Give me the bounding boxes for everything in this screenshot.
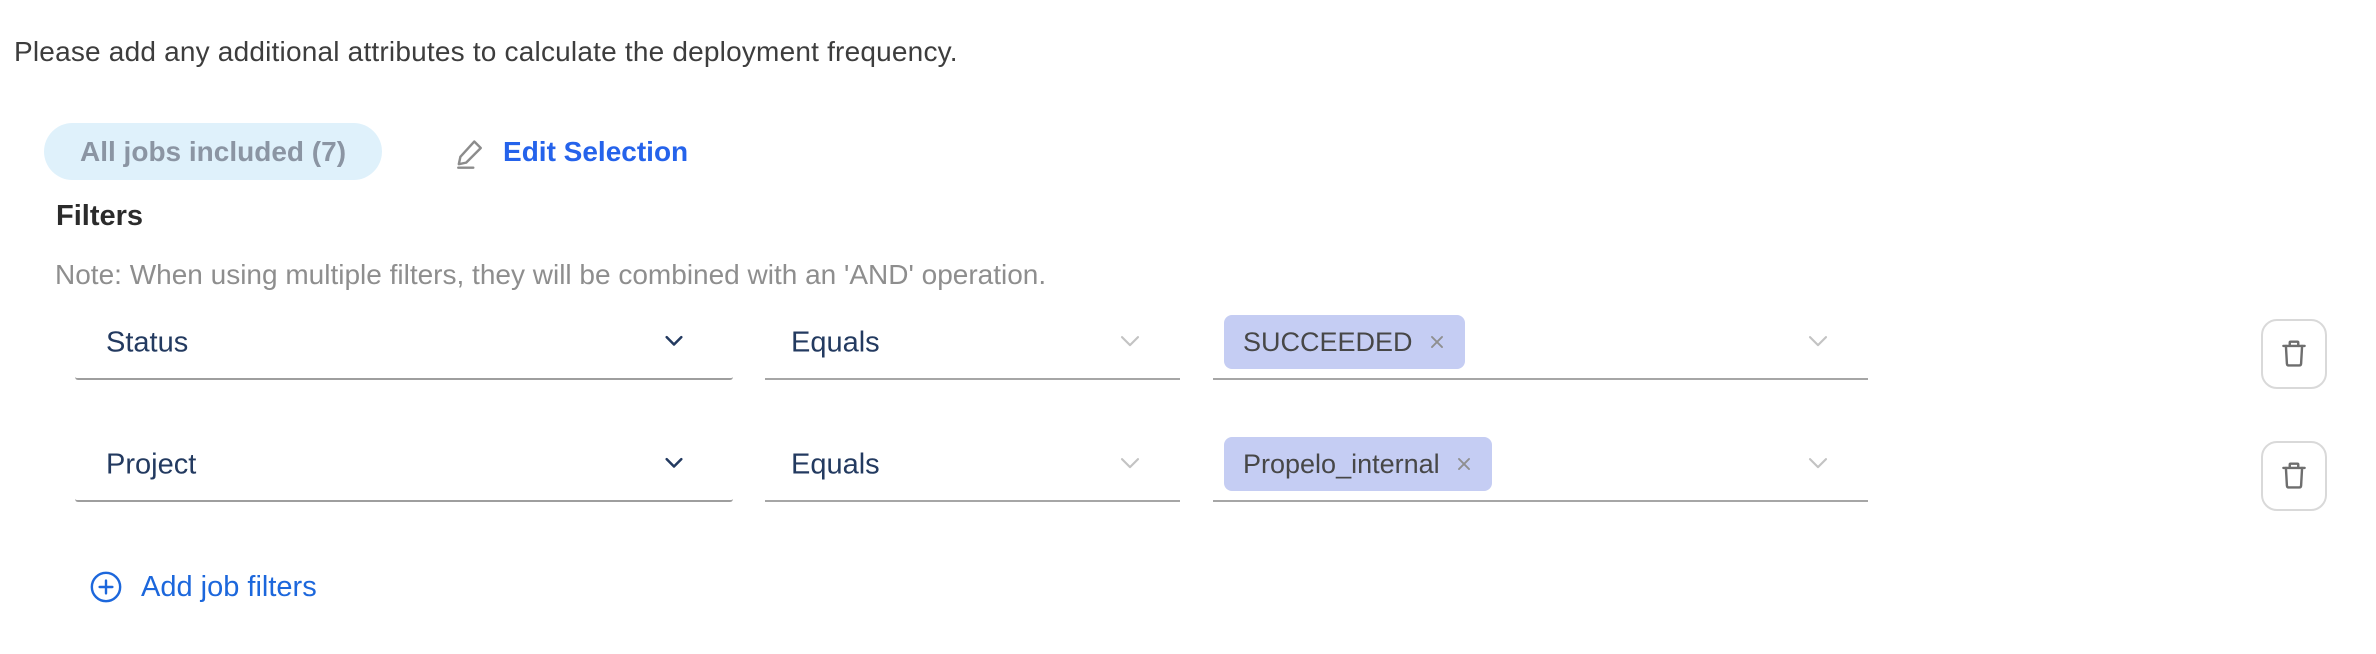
operator-select[interactable]: Equals <box>765 430 1180 502</box>
pencil-line-icon <box>454 135 488 169</box>
x-close-icon[interactable] <box>1426 331 1448 353</box>
values-select[interactable]: Propelo_internal <box>1213 430 1868 502</box>
intro-text: Please add any additional attributes to … <box>14 36 958 67</box>
chevron-down-icon <box>658 447 690 484</box>
filters-note: Note: When using multiple filters, they … <box>55 259 1047 290</box>
attribute-select-value: Project <box>106 448 197 481</box>
attribute-select-value: Status <box>106 326 189 359</box>
delete-filter-button[interactable] <box>2261 319 2327 389</box>
trash-icon <box>2277 458 2311 495</box>
trash-icon <box>2277 336 2311 373</box>
filter-row: Project Equals Propelo_internal <box>0 430 2376 512</box>
chevron-down-icon <box>1802 447 1834 484</box>
jobs-included-badge[interactable]: All jobs included (7) <box>44 123 383 180</box>
x-close-icon[interactable] <box>1453 453 1475 475</box>
value-tag-label: Propelo_internal <box>1243 448 1440 479</box>
operator-select[interactable]: Equals <box>765 308 1180 380</box>
plus-circle-icon <box>89 570 123 604</box>
operator-select-value: Equals <box>791 326 880 359</box>
value-tag: SUCCEEDED <box>1224 315 1465 369</box>
chevron-down-icon <box>1114 325 1146 362</box>
values-select[interactable]: SUCCEEDED <box>1213 308 1868 380</box>
filters-heading: Filters <box>56 200 144 232</box>
chevron-down-icon <box>1114 447 1146 484</box>
value-tag: Propelo_internal <box>1224 437 1492 491</box>
operator-select-value: Equals <box>791 448 880 481</box>
edit-selection-label: Edit Selection <box>503 135 689 167</box>
chevron-down-icon <box>1802 325 1834 362</box>
value-tag-label: SUCCEEDED <box>1243 326 1413 357</box>
attribute-select[interactable]: Project <box>75 430 733 502</box>
delete-filter-button[interactable] <box>2261 441 2327 511</box>
edit-selection-button[interactable]: Edit Selection <box>454 135 688 169</box>
add-job-filters-label: Add job filters <box>141 570 317 603</box>
chevron-down-icon <box>658 325 690 362</box>
filter-row: Status Equals SUCCEEDED <box>0 308 2376 390</box>
jobs-selection-row: All jobs included (7) Edit Selection <box>44 123 688 180</box>
attribute-select[interactable]: Status <box>75 308 733 380</box>
add-job-filters-button[interactable]: Add job filters <box>89 570 317 604</box>
